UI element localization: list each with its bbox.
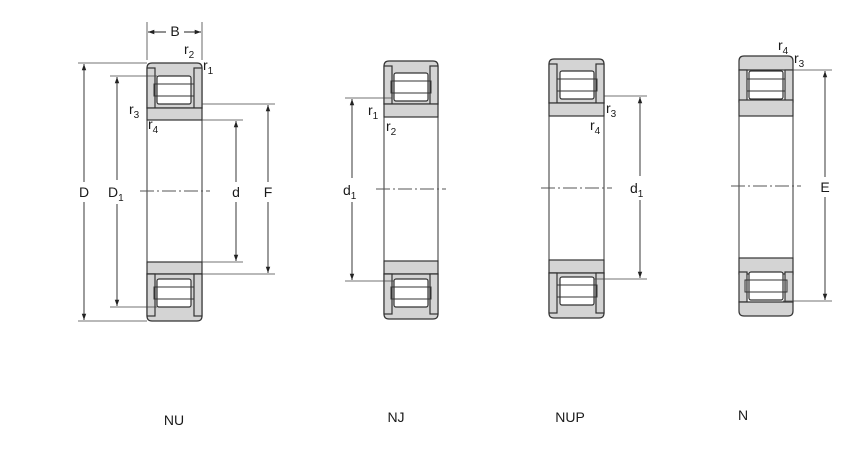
radius-r2-label: r2 — [184, 41, 195, 61]
radius-r2-label: r2 — [386, 118, 397, 138]
caption-nup: NUP — [555, 409, 585, 425]
roller-bottom — [156, 278, 192, 308]
dim-d1-label: d1 — [630, 180, 644, 200]
radius-r3-label: r3 — [606, 100, 617, 120]
inner-ring-top — [383, 103, 439, 118]
outer-ring-top — [738, 55, 794, 71]
roller-bottom — [748, 271, 784, 301]
caption-nu: NU — [164, 412, 184, 428]
bearing-n: E r4 r3 N — [731, 37, 833, 423]
inner-ring-top — [548, 102, 605, 117]
bearing-nj: d1 r1 r2 NJ — [342, 60, 446, 425]
outer-ring-bottom — [738, 301, 794, 317]
dim-d-bore-label: d — [232, 184, 240, 200]
dim-d1-label: d1 — [343, 182, 357, 202]
radius-r1-label: r1 — [203, 57, 214, 77]
inner-ring-bottom — [383, 260, 439, 275]
bearing-nup: d1 r3 r4 NUP — [541, 58, 650, 425]
roller-top — [393, 72, 429, 102]
dim-b-label: B — [170, 23, 179, 39]
dim-d-outer-label: D — [79, 184, 89, 200]
dim-f-label: F — [264, 184, 273, 200]
inner-ring-bottom — [146, 261, 203, 275]
roller-top — [156, 75, 192, 105]
bearing-nu: B D D1 d F r2 r1 r3 r4 NU — [76, 22, 276, 428]
roller-top — [559, 70, 595, 100]
radius-r4-label: r4 — [778, 37, 789, 57]
radius-r3-label: r3 — [129, 101, 140, 121]
cage-top — [153, 83, 195, 97]
roller-top — [748, 70, 784, 100]
radius-r1-label: r1 — [368, 102, 379, 122]
roller-bottom — [393, 278, 429, 308]
inner-ring-top — [738, 69, 748, 103]
outer-flange-right-top — [193, 67, 203, 109]
inner-ring-top — [146, 107, 203, 121]
roller-bottom — [559, 276, 595, 306]
radius-r4-label: r4 — [590, 117, 601, 137]
radius-r3-label: r3 — [794, 50, 805, 70]
dim-d1-label: D1 — [108, 184, 124, 204]
inner-ring-bottom — [548, 259, 605, 274]
caption-nj: NJ — [387, 409, 404, 425]
caption-n: N — [738, 407, 748, 423]
radius-r4-label: r4 — [148, 116, 159, 136]
dim-e-label: E — [820, 179, 829, 195]
